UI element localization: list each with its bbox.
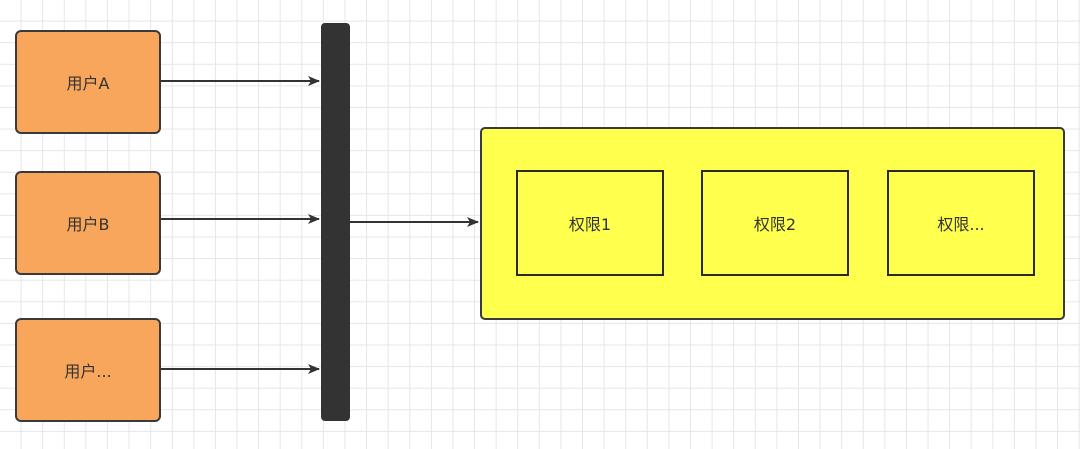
user-label: 用户... — [64, 362, 112, 381]
user-node-a: 用户A — [15, 30, 161, 134]
permission-label: 权限... — [937, 215, 985, 234]
permission-label: 权限1 — [568, 215, 612, 234]
permission-node-1: 权限1 — [516, 170, 664, 276]
user-label: 用户B — [66, 215, 110, 234]
role-bus-bar — [321, 23, 350, 421]
permission-node-2: 权限2 — [701, 170, 849, 276]
permission-node-more: 权限... — [887, 170, 1035, 276]
permission-label: 权限2 — [753, 215, 797, 234]
user-node-b: 用户B — [15, 171, 161, 275]
user-label: 用户A — [66, 74, 110, 93]
user-node-more: 用户... — [15, 318, 161, 422]
